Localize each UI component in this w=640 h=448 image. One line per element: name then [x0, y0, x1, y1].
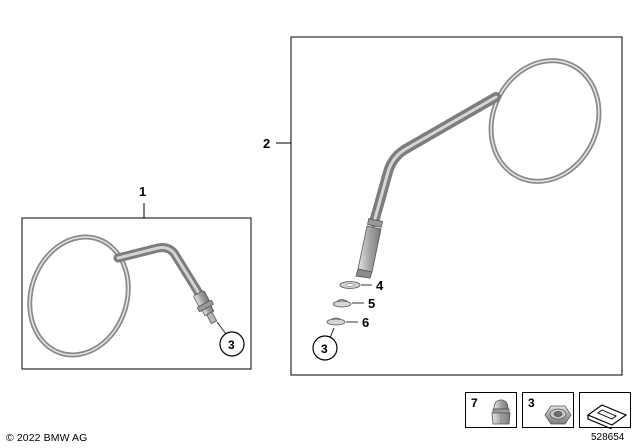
callout-4: 4 — [376, 278, 384, 293]
left-mirror-ring — [27, 234, 131, 358]
legend-cell-bracket — [579, 392, 631, 429]
bracket-icon — [586, 404, 628, 429]
cap-nut-icon — [491, 399, 511, 425]
copyright-text: © 2022 BMW AG — [6, 432, 88, 444]
callout-5: 5 — [368, 296, 375, 311]
left-threaded-end — [193, 290, 218, 325]
left-mirror-frame — [21, 217, 252, 370]
lock-nut-icon — [544, 405, 572, 425]
callout-3-right-circle — [312, 335, 338, 361]
legend-number-7: 7 — [471, 396, 478, 410]
legend-cell-lock-nut: 3 — [522, 392, 574, 428]
callout-2: 2 — [263, 136, 270, 151]
callout-3-left: 3 — [228, 338, 235, 352]
left-mirror-group: 1 3 — [21, 184, 252, 370]
right-mirror-frame — [290, 36, 623, 376]
callout-3-left-circle — [219, 331, 245, 357]
legend-number-3: 3 — [528, 396, 535, 410]
callout-1: 1 — [139, 184, 146, 199]
legend-cell-cap-nut: 7 — [465, 392, 517, 428]
right-mirror-group: 2 4 5 6 3 — [263, 36, 623, 376]
image-number: 528654 — [591, 432, 625, 443]
right-threaded-stem — [355, 218, 383, 279]
right-mirror-ring — [488, 58, 602, 184]
callout-6: 6 — [362, 315, 369, 330]
parts-legend: 7 3 — [465, 392, 631, 429]
callout-3-right: 3 — [321, 342, 328, 356]
